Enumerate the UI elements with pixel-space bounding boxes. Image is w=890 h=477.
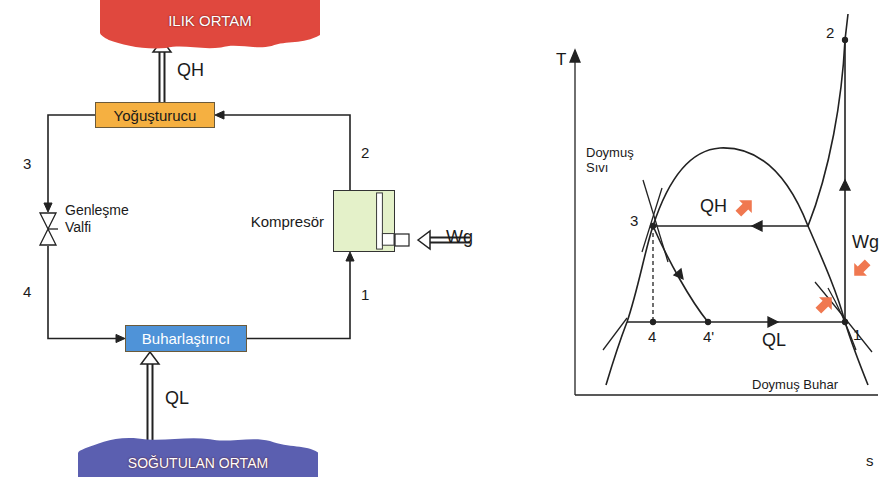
pipe-connector bbox=[247, 252, 354, 339]
arrow-core bbox=[161, 51, 164, 102]
state-point bbox=[651, 224, 656, 229]
piston-head bbox=[377, 193, 383, 249]
t-axis bbox=[574, 58, 575, 395]
state-point bbox=[706, 320, 711, 325]
pipe-connector bbox=[44, 115, 95, 212]
component-label: Kompresör bbox=[251, 213, 324, 230]
state-number: 4' bbox=[703, 328, 714, 345]
component-label: Genleşme Valfi bbox=[65, 202, 145, 236]
arrow-core bbox=[149, 363, 152, 446]
dashed-line bbox=[652, 226, 653, 322]
state-number: 1 bbox=[360, 286, 370, 303]
evaporation-line bbox=[627, 321, 845, 323]
heat-arrow bbox=[732, 194, 758, 220]
heat-arrow-shape bbox=[812, 291, 838, 317]
arrowhead bbox=[141, 352, 159, 364]
heat-label: QH bbox=[700, 196, 727, 217]
work-arrow-ts bbox=[848, 256, 874, 282]
heat-arrow-shape bbox=[732, 194, 758, 220]
valve-symbol bbox=[37, 212, 59, 246]
state-point bbox=[651, 320, 656, 325]
pipe-line bbox=[223, 115, 350, 190]
work-arrow-head bbox=[418, 231, 430, 249]
axis-label: T bbox=[556, 50, 566, 70]
flow-arrow bbox=[752, 221, 762, 231]
valve-stem bbox=[48, 228, 58, 229]
piston bbox=[334, 191, 394, 251]
arrowhead bbox=[116, 334, 125, 342]
warm-region: ILIK ORTAM bbox=[100, 0, 320, 50]
heat-label: QL bbox=[762, 330, 786, 351]
arrow-shaft bbox=[159, 51, 166, 102]
heat-label: QL bbox=[164, 388, 190, 409]
axis-label: s bbox=[866, 452, 874, 469]
isobar-line bbox=[603, 318, 627, 350]
expansion-valve: Genleşme Valfi bbox=[37, 212, 59, 246]
arrowhead bbox=[346, 252, 354, 261]
state-number: 3 bbox=[630, 212, 638, 229]
pipe-line bbox=[48, 246, 117, 339]
isobar-line bbox=[815, 282, 872, 352]
pipe-line bbox=[247, 260, 350, 339]
ts-diagram bbox=[570, 14, 878, 395]
heat-arrow bbox=[812, 291, 838, 317]
region-fill bbox=[100, 0, 320, 48]
work-arrow-shape bbox=[848, 256, 874, 282]
arrowhead bbox=[44, 203, 52, 212]
flow-arrow bbox=[840, 180, 850, 190]
state-point bbox=[843, 320, 848, 325]
t-axis-head bbox=[570, 50, 580, 62]
throttling-line bbox=[653, 226, 708, 322]
superheat-line bbox=[808, 14, 848, 226]
state-point bbox=[843, 38, 848, 43]
s-axis bbox=[575, 394, 878, 395]
curve-label: Doymuş Sıvı bbox=[586, 146, 648, 176]
state-number: 1 bbox=[853, 326, 861, 343]
evaporator-box: Buharlaştırıcı bbox=[125, 325, 247, 352]
compressor-box: Kompresör bbox=[333, 190, 395, 252]
saturation-dome bbox=[606, 148, 868, 385]
isobar-line bbox=[642, 188, 662, 252]
work-label: Wg bbox=[852, 232, 879, 253]
curve-label: Doymuş Buhar bbox=[752, 378, 838, 393]
cooled-region: SOĞUTULAN ORTAM bbox=[78, 436, 318, 477]
heat-label: QH bbox=[176, 60, 205, 81]
region-label: ILIK ORTAM bbox=[168, 12, 252, 29]
piston-rod bbox=[395, 234, 409, 246]
flow-arrow bbox=[768, 317, 778, 327]
flow-arrow bbox=[674, 269, 683, 279]
state-number: 2 bbox=[360, 144, 370, 161]
arrow-shaft bbox=[147, 363, 154, 446]
pipe-connector bbox=[48, 246, 125, 343]
condensation-line bbox=[653, 225, 808, 227]
pipe-line bbox=[48, 115, 95, 204]
heat-flow-arrow bbox=[141, 352, 159, 446]
state-number: 2 bbox=[826, 24, 834, 41]
heat-flow-arrow bbox=[153, 40, 171, 102]
arrowhead bbox=[215, 111, 224, 119]
region-fill bbox=[78, 438, 318, 477]
region-label: SOĞUTULAN ORTAM bbox=[128, 455, 268, 471]
state-number: 3 bbox=[22, 155, 32, 172]
box-label: Buharlaştırıcı bbox=[142, 330, 230, 347]
piston-rod-end bbox=[395, 234, 409, 246]
pipe-connector bbox=[215, 111, 350, 190]
condenser-box: Yoğuşturucu bbox=[95, 102, 215, 128]
isobar-line bbox=[828, 288, 856, 350]
work-label: Wg bbox=[446, 227, 473, 248]
piston-rod bbox=[382, 234, 394, 246]
state-number: 4 bbox=[648, 328, 656, 345]
state-number: 4 bbox=[22, 283, 32, 300]
box-label: Yoğuşturucu bbox=[114, 107, 197, 124]
